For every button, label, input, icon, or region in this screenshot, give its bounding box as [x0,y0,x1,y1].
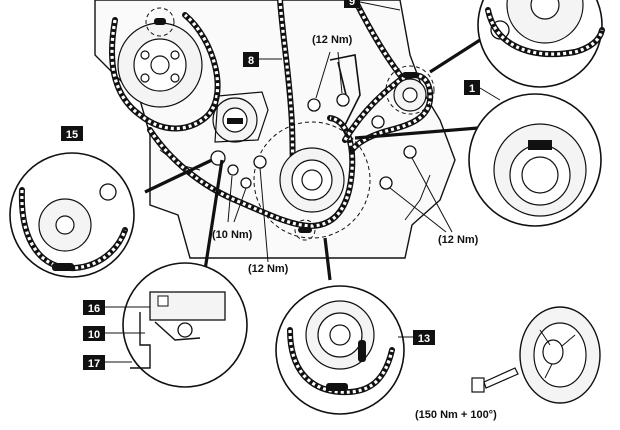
torque-label-right: (12 Nm) [438,234,479,246]
svg-text:15: 15 [66,129,78,141]
tag-10: 10 [83,326,105,341]
tag-9: 9 [344,0,360,8]
tensioner-detail-loupe [122,262,248,388]
tag-16: 16 [83,300,105,315]
bolts [210,93,417,190]
tag-1: 1 [464,80,480,95]
svg-text:8: 8 [248,55,254,67]
torque-label-top: (12 Nm) [312,34,353,46]
svg-text:16: 16 [88,303,100,315]
tag-15: 15 [61,126,83,141]
torque-leaders [227,51,453,263]
camshaft-sprocket-left [117,7,203,108]
crankshaft-pulley [519,306,601,404]
crankshaft-sprocket [253,121,371,241]
svg-text:10: 10 [88,329,100,341]
detail-15-loupe [9,152,135,278]
torque-label-crank-bolt: (150 Nm + 100°) [415,409,497,421]
crank-bolt [471,367,519,393]
detail-top-right-loupe [477,0,605,88]
detail-1-loupe [468,93,602,227]
torque-label-center-bottom: (12 Nm) [248,263,289,275]
svg-text:13: 13 [418,333,430,345]
torque-label-left-bottom: (10 Nm) [212,229,253,241]
loupe-leaders [144,38,481,281]
tag-8: 8 [243,52,259,67]
tensioner-sprocket [385,65,435,115]
svg-text:9: 9 [349,0,355,8]
intermediate-sprocket [212,91,269,143]
tag-17: 17 [83,355,105,370]
tag-13: 13 [413,330,435,345]
svg-text:1: 1 [469,83,475,95]
svg-text:17: 17 [88,358,100,370]
detail-13-loupe [275,285,405,415]
